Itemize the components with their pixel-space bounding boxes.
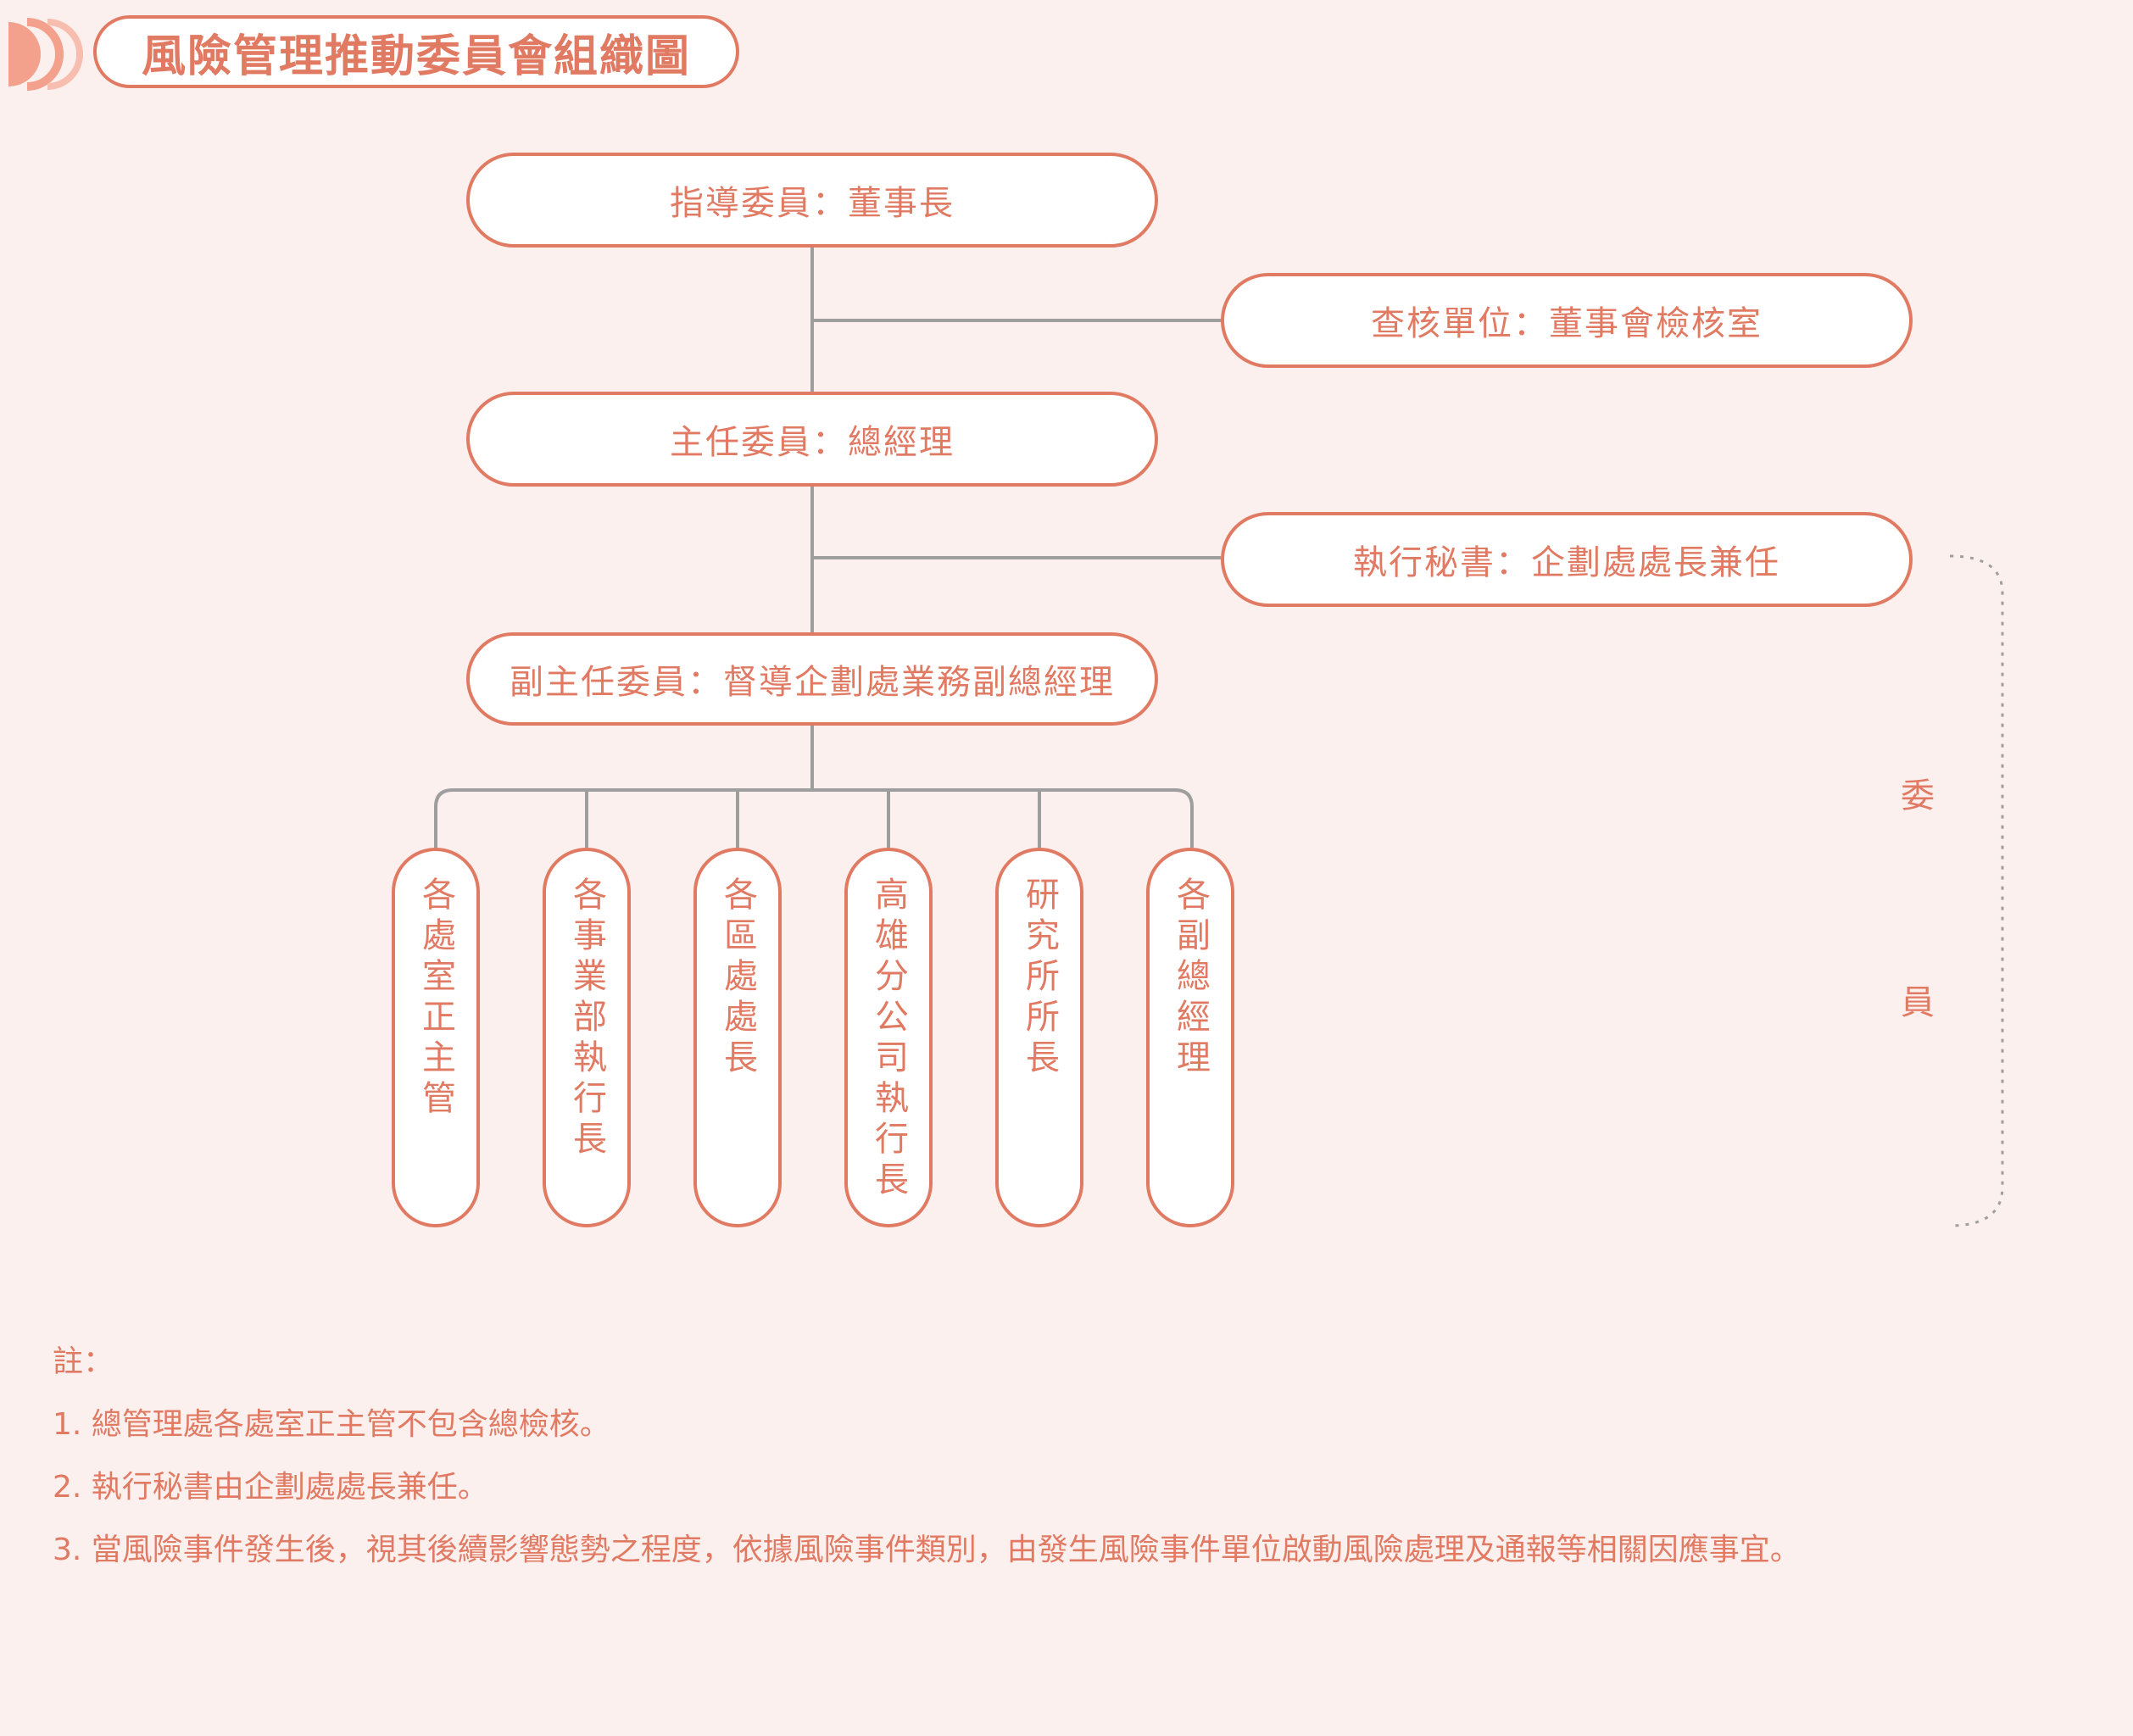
audit-box: 查核單位：董事會檢核室 (1221, 273, 1913, 368)
committee-label-char: 員 (1901, 983, 1935, 1022)
committee-label-char: 委 (1901, 776, 1935, 815)
member-label: 各處室正主管 (416, 876, 455, 1121)
page-title: 風險管理推動委員會組織圖 (93, 15, 739, 88)
member-box: 各處室正主管 (392, 848, 480, 1227)
chair-box: 主任委員：總經理 (466, 392, 1158, 487)
member-label: 高雄分公司執行長 (869, 876, 908, 1202)
note-item: 1. 總管理處各處室正主管不包含總檢核。 (53, 1407, 610, 1442)
vice-chair-box: 副主任委員：督導企劃處業務副總經理 (466, 632, 1158, 726)
committee-bracket (1949, 554, 2004, 1227)
notes-heading: 註： (53, 1344, 114, 1379)
member-label: 各副總經理 (1171, 876, 1210, 1080)
connector-member-bus (434, 788, 1194, 848)
note-item: 3. 當風險事件發生後，視其後續影響態勢之程度，依據風險事件類別，由發生風險事件… (53, 1533, 1801, 1567)
secretary-box: 執行秘書：企劃處處長兼任 (1221, 512, 1913, 607)
member-box: 高雄分公司執行長 (844, 848, 933, 1227)
member-box: 各區處處長 (693, 848, 782, 1227)
member-label: 各區處處長 (718, 876, 757, 1080)
chevrons-icon (8, 18, 83, 91)
director-box: 指導委員：董事長 (466, 153, 1158, 248)
member-label: 研究所所長 (1020, 876, 1059, 1080)
member-box: 各事業部執行長 (543, 848, 631, 1227)
member-box: 研究所所長 (995, 848, 1083, 1227)
member-box: 各副總經理 (1146, 848, 1234, 1227)
member-label: 各事業部執行長 (567, 876, 606, 1161)
notes-section: 註： 1. 總管理處各處室正主管不包含總檢核。 2. 執行秘書由企劃處處長兼任。… (53, 1339, 1801, 1590)
note-item: 2. 執行秘書由企劃處處長兼任。 (53, 1470, 488, 1505)
